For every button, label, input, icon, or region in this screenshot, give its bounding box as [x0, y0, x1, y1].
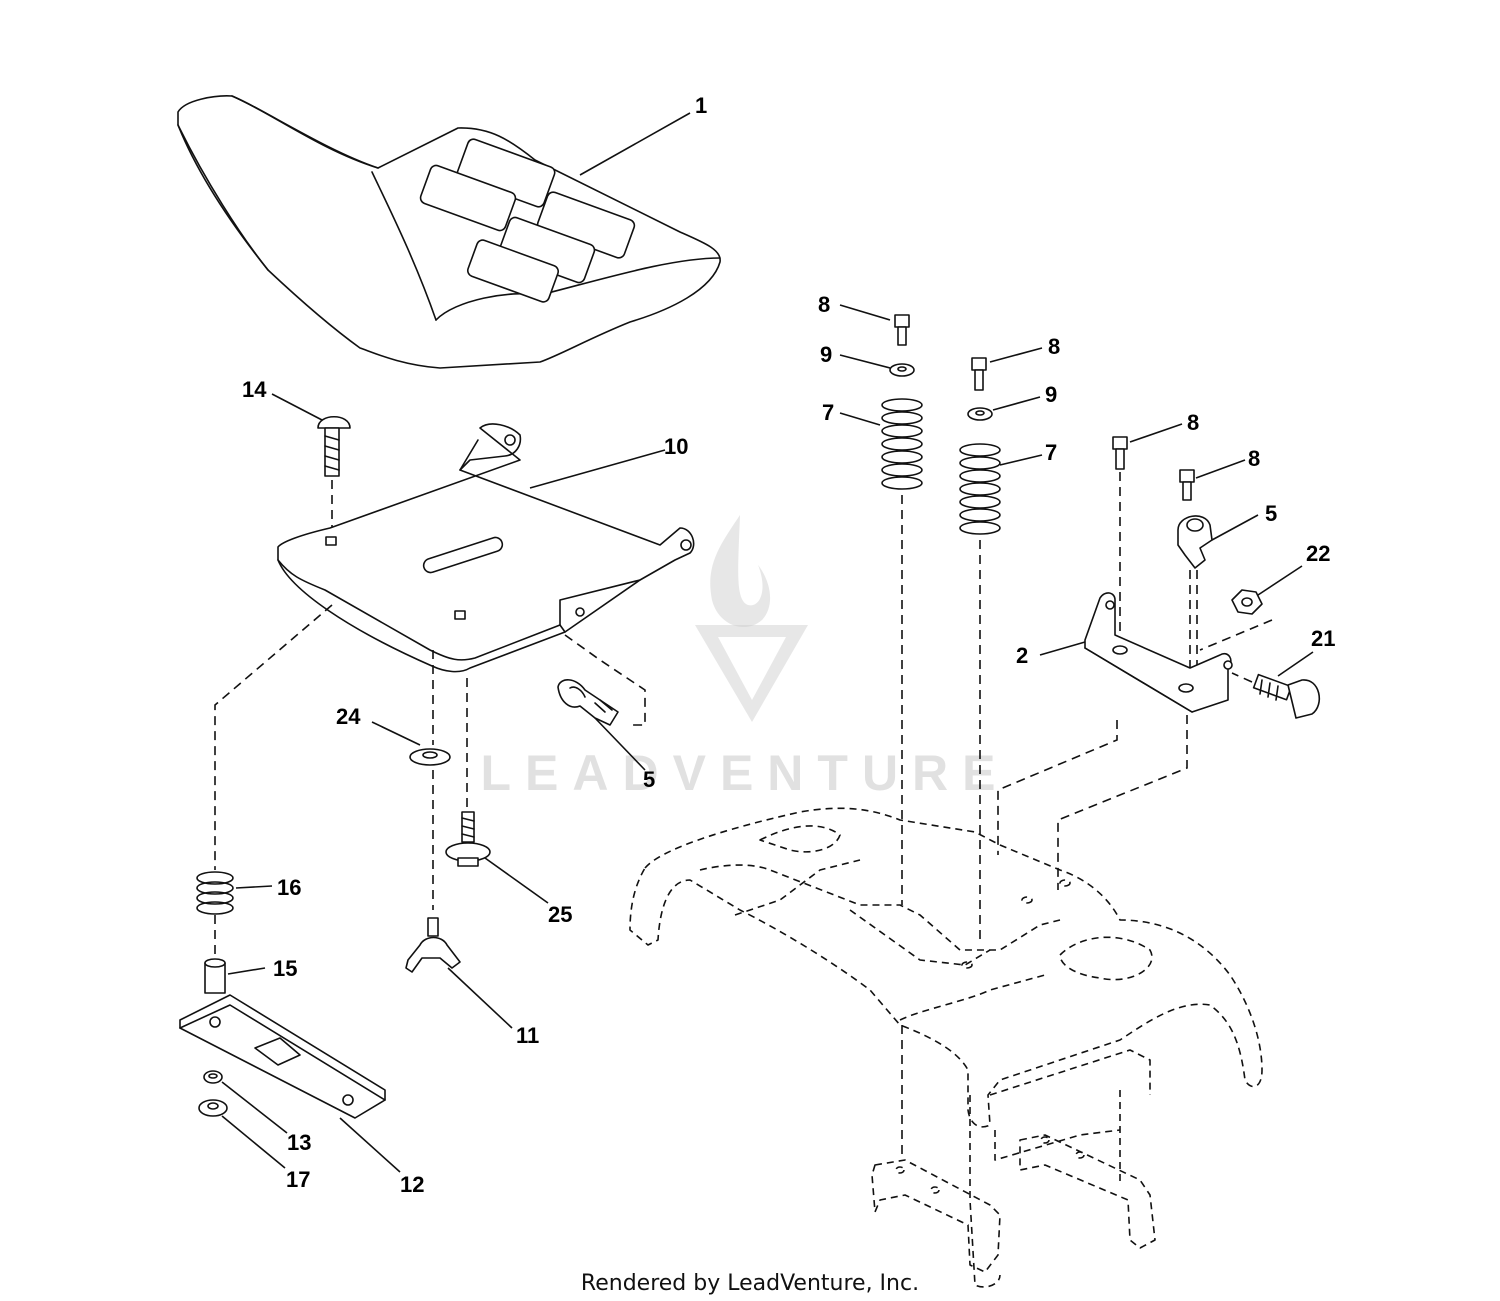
callout-8-c: 8 [1187, 410, 1199, 435]
latch-clip-part-left [557, 679, 619, 726]
seat-part [177, 95, 721, 369]
callout-16: 16 [277, 875, 301, 900]
callout-7-b: 7 [1045, 440, 1057, 465]
footer-credit: Rendered by LeadVenture, Inc. [581, 1271, 919, 1296]
bolt-part-b [971, 357, 987, 391]
bolt-part-d [1179, 469, 1195, 501]
mower-frame-reference [629, 807, 1263, 1288]
callout-17: 17 [286, 1167, 310, 1192]
latch-clip-part-right [1177, 515, 1213, 569]
carriage-bolt-part [317, 415, 351, 477]
v-logo-icon [695, 625, 808, 722]
hex-nut-part [1231, 589, 1263, 615]
flame-logo-icon [710, 515, 771, 628]
callout-13: 13 [287, 1130, 311, 1155]
callout-8-a: 8 [818, 292, 830, 317]
nut-part [203, 1070, 223, 1084]
shoulder-bolt-part [445, 811, 491, 867]
bracket-part-right [1084, 592, 1233, 713]
spacer-part [204, 958, 226, 994]
callout-10: 10 [664, 434, 688, 459]
callout-24: 24 [336, 704, 361, 729]
spring-part-left [196, 871, 234, 915]
callout-1: 1 [695, 93, 707, 118]
callout-8-d: 8 [1248, 446, 1260, 471]
watermark: LEADVENTURE [480, 515, 1009, 801]
washer-part-b [967, 407, 993, 421]
spring-part-b [959, 443, 1001, 535]
callout-22: 22 [1306, 541, 1330, 566]
callout-9-a: 9 [820, 342, 832, 367]
callout-15: 15 [273, 956, 297, 981]
flange-bolt-part [1252, 673, 1321, 719]
callout-14: 14 [242, 377, 267, 402]
callout-25: 25 [548, 902, 572, 927]
callout-12: 12 [400, 1172, 424, 1197]
watermark-text: LEADVENTURE [480, 745, 1009, 801]
callout-5-left: 5 [643, 767, 655, 792]
bolt-part-a [894, 314, 910, 346]
callout-5-right: 5 [1265, 501, 1277, 526]
callout-2: 2 [1016, 643, 1028, 668]
bracket-part-left [179, 994, 386, 1119]
bolt-part-c [1112, 436, 1128, 470]
washer-part [409, 748, 451, 766]
callout-21: 21 [1311, 626, 1335, 651]
callout-7-a: 7 [822, 400, 834, 425]
callout-11: 11 [516, 1023, 539, 1048]
flange-nut-part [198, 1099, 228, 1117]
callout-9-b: 9 [1045, 382, 1057, 407]
knob-part [405, 917, 461, 973]
seat-pan-part [277, 423, 695, 673]
spring-part-a [881, 398, 923, 490]
callout-8-b: 8 [1048, 334, 1060, 359]
washer-part-a [889, 363, 915, 377]
